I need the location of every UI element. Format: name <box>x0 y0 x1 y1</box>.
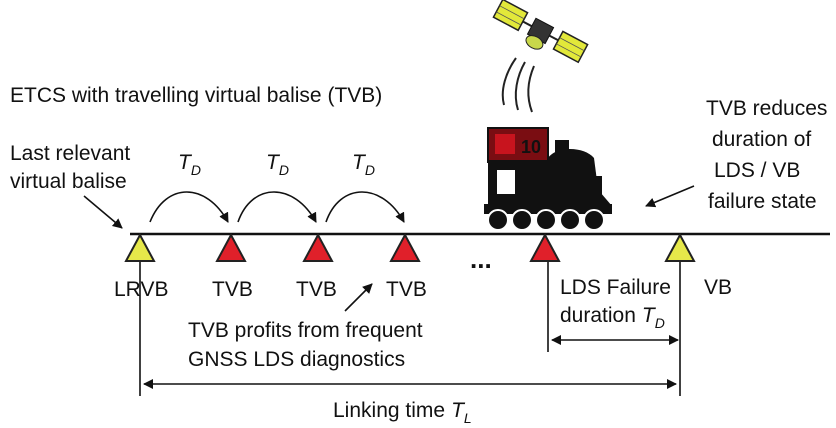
td-interval-arrow-1 <box>149 191 229 223</box>
last-relevant-line-2: virtual balise <box>10 170 127 193</box>
ellipsis-label: ... <box>470 244 492 274</box>
tvb-balise-marker-4 <box>529 232 561 262</box>
gnss-signal-beams <box>501 57 535 113</box>
lds-failure-line-1: LDS Failure <box>560 276 671 299</box>
td-interval-arrow-2 <box>237 191 317 223</box>
tvb-balise-marker-1 <box>215 232 247 262</box>
satellite-icon <box>492 0 589 64</box>
td-label-2: TD <box>266 151 289 178</box>
lrvb-balise-marker <box>124 232 156 262</box>
tvb-balise-marker-3 <box>389 232 421 262</box>
loco-number-plate: 10 <box>521 137 541 157</box>
reduces-line-2: duration of <box>712 128 811 151</box>
locomotive-icon: 10 <box>484 127 612 231</box>
profits-line-2: GNSS LDS diagnostics <box>188 348 405 371</box>
reduces-line-3: LDS / VB <box>714 159 800 182</box>
vb-label: VB <box>704 276 732 299</box>
tvb-balise-marker-2 <box>302 232 334 262</box>
tvb-label-1: TVB <box>212 278 253 301</box>
lrvb-label: LRVB <box>114 278 168 301</box>
profits-line-1: TVB profits from frequent <box>188 319 423 342</box>
td-label-3: TD <box>352 151 375 178</box>
last-relevant-pointer-arrow <box>83 195 123 229</box>
diagram-title: ETCS with travelling virtual balise (TVB… <box>10 84 382 107</box>
profits-pointer-arrow <box>344 283 373 312</box>
reduces-pointer-arrow <box>645 185 695 208</box>
tvb-label-2: TVB <box>296 278 337 301</box>
reduces-line-1: TVB reduces <box>706 97 827 120</box>
td-interval-arrow-3 <box>325 191 405 223</box>
reduces-line-4: failure state <box>708 190 817 213</box>
last-relevant-line-1: Last relevant <box>10 142 130 165</box>
tvb-label-3: TVB <box>386 278 427 301</box>
vb-balise-marker <box>664 232 696 262</box>
td-label-1: TD <box>178 151 201 178</box>
